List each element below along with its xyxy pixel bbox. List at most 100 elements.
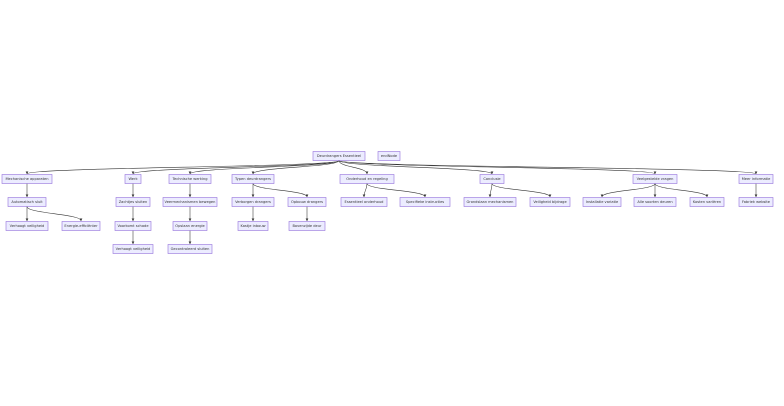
node-kastje-label: Kastje inbouw: [240, 224, 265, 228]
node-tag-box: [377, 151, 401, 161]
edge-auto-to-energie: [26, 206, 83, 222]
node-auto: Automatisch sluit: [7, 197, 47, 207]
node-opbouw-box: [287, 197, 327, 207]
node-fabriek: Fabriek website: [738, 197, 774, 207]
node-installatie-box: [582, 197, 622, 207]
node-voorkomt: Voorkomt schade: [114, 221, 152, 231]
node-tag: endNode: [377, 151, 401, 161]
node-meer-box: [738, 174, 774, 184]
node-verborgen-box: [231, 197, 275, 207]
node-zacht-box: [115, 197, 151, 207]
node-voorkomt-box: [114, 221, 152, 231]
edge-root-to-tech: [188, 160, 340, 175]
node-alle-label: Alle soorten deuren: [637, 200, 672, 204]
node-energie: Energie-efficiënter: [61, 221, 101, 231]
node-mech: Mechanische apparaten: [1, 174, 53, 184]
node-voorkomt-label: Voorkomt schade: [117, 224, 149, 228]
node-conclusie-label: Conclusie: [483, 177, 501, 181]
node-veilbij-label: Veiligheid bijdrage: [533, 200, 567, 204]
node-specifiek-label: Specifieke instructies: [406, 200, 444, 204]
node-essentieel: Essentieel onderhoud: [340, 197, 388, 207]
node-kastje: Kastje inbouw: [237, 221, 269, 231]
node-root-label: Deurdrangers Essentieel: [317, 154, 361, 158]
node-grondslag: Grondslaan mechanismen: [463, 197, 517, 207]
edges-layer: [25, 160, 758, 245]
node-essentieel-label: Essentieel onderhoud: [345, 200, 384, 204]
edge-root-to-mech: [25, 160, 340, 175]
node-zacht-label: Zachtjes sluiten: [119, 200, 148, 204]
node-typen-label: Typen deurdrangers: [234, 177, 271, 181]
edge-vaak-to-kosten: [654, 183, 709, 198]
node-veil1: Verhoogt veiligheid: [5, 221, 49, 231]
node-vaak: Veelgestelde vragen: [632, 174, 678, 184]
node-bovenzijde-label: Bovenzijde deur: [292, 224, 322, 228]
node-kosten-label: Kosten varièren: [693, 200, 721, 204]
node-vaak-label: Veelgestelde vragen: [637, 177, 674, 181]
node-kastje-box: [237, 221, 269, 231]
node-veil2-label: Verhoogt veiligheid: [116, 247, 151, 251]
edge-conclusie-to-grondslag: [488, 183, 493, 198]
node-veil2: Verhoogt veiligheid: [112, 244, 154, 254]
node-werk-box: [124, 174, 142, 184]
node-meer-label: Meer informatie: [742, 177, 771, 181]
node-gecontrol: Gecontroleerd sluiten: [167, 244, 213, 254]
node-mech-box: [1, 174, 53, 184]
node-root-box: [312, 151, 366, 161]
edge-root-to-typen: [251, 160, 340, 175]
node-alle: Alle soorten deuren: [633, 197, 677, 207]
node-onderhoud: Onderhoud en regeling: [339, 174, 395, 184]
node-opslaan-label: Opslaan energie: [175, 224, 205, 228]
node-auto-label: Automatisch sluit: [11, 200, 43, 204]
node-tech-box: [168, 174, 212, 184]
node-tech-label: Technische werking: [171, 177, 207, 181]
nodes-layer: Deurdrangers Essentieel endNodeMechanisch…: [1, 151, 774, 254]
node-tag-label: endNode: [381, 154, 398, 158]
node-veer-label: Veermechanismen bewegen: [165, 200, 216, 204]
edge-root-to-werk: [131, 160, 340, 175]
node-root: Deurdrangers Essentieel: [312, 151, 366, 161]
node-veer: Veermechanismen bewegen: [162, 197, 218, 207]
node-energie-label: Energie-efficiënter: [64, 224, 98, 228]
node-grondslag-box: [463, 197, 517, 207]
node-fabriek-label: Fabriek website: [742, 200, 771, 204]
node-zacht: Zachtjes sluiten: [115, 197, 151, 207]
node-installatie: Installatie variatie: [582, 197, 622, 207]
node-fabriek-box: [738, 197, 774, 207]
node-vaak-box: [632, 174, 678, 184]
node-verborgen-label: Verborgen drangers: [235, 200, 271, 204]
node-gecontrol-box: [167, 244, 213, 254]
edge-onderhoud-to-essentieel: [362, 183, 368, 198]
node-specifiek-box: [399, 197, 451, 207]
node-kosten: Kosten varièren: [689, 197, 725, 207]
node-opslaan-box: [172, 221, 208, 231]
node-verborgen: Verborgen drangers: [231, 197, 275, 207]
node-alle-box: [633, 197, 677, 207]
node-onderhoud-label: Onderhoud en regeling: [346, 177, 387, 181]
node-installatie-label: Installatie variatie: [586, 200, 619, 204]
node-veilbij: Veiligheid bijdrage: [529, 197, 571, 207]
node-werk: Werk: [124, 174, 142, 184]
node-tech: Technische werking: [168, 174, 212, 184]
edge-conclusie-to-veilbij: [491, 183, 552, 198]
node-energie-box: [61, 221, 101, 231]
edge-vaak-to-installatie: [600, 183, 656, 198]
node-opbouw: Opbouw drangers: [287, 197, 327, 207]
node-veil1-box: [5, 221, 49, 231]
node-specifiek: Specifieke instructies: [399, 197, 451, 207]
node-opslaan: Opslaan energie: [172, 221, 208, 231]
node-werk-label: Werk: [128, 177, 138, 181]
node-typen-box: [231, 174, 275, 184]
edge-root-to-onderhoud: [338, 160, 369, 175]
edge-root-to-vaak: [338, 160, 657, 175]
node-opbouw-label: Opbouw drangers: [291, 200, 323, 204]
node-essentieel-box: [340, 197, 388, 207]
edge-onderhoud-to-specifiek: [366, 183, 427, 198]
node-veer-box: [162, 197, 218, 207]
node-meer: Meer informatie: [738, 174, 774, 184]
node-typen: Typen deurdrangers: [231, 174, 275, 184]
node-veil2-box: [112, 244, 154, 254]
edge-typen-to-opbouw: [252, 183, 309, 198]
node-veilbij-box: [529, 197, 571, 207]
node-kosten-box: [689, 197, 725, 207]
